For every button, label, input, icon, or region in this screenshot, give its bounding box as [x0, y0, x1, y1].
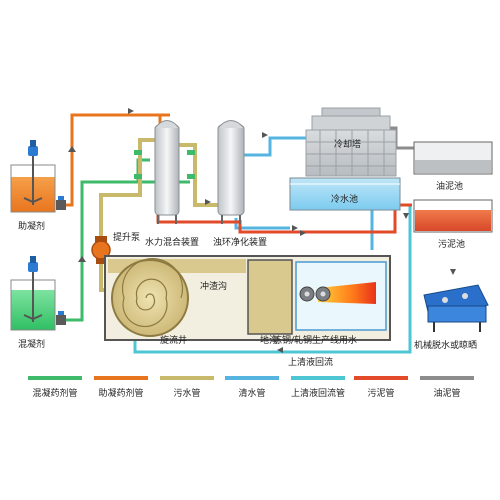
legend-swatch	[354, 376, 408, 380]
cyclone-well	[111, 258, 189, 337]
label-slag-trench: 冲渣沟	[200, 280, 227, 292]
label-dewatering: 机械脱水或晾晒	[414, 339, 477, 351]
oil-sludge-pool	[413, 141, 493, 175]
label-coagulant: 混凝剂	[18, 338, 45, 350]
label-lift-pump: 提升泵	[113, 232, 140, 243]
legend-swatch	[291, 376, 345, 380]
legend-label: 油泥管	[433, 387, 460, 399]
label-cyclone-well: 旋流井	[160, 334, 187, 346]
hydraulic-mixer	[134, 120, 195, 224]
legend-label: 混凝药剂管	[32, 387, 77, 399]
label-coagulant-aid: 助凝剂	[18, 220, 45, 232]
label-oil-sludge-pool: 油泥池	[436, 180, 463, 192]
legend-label: 助凝药剂管	[98, 387, 143, 399]
legend-swatch	[160, 376, 214, 380]
legend-label: 清水管	[238, 387, 265, 399]
legend: 混凝药剂管 助凝药剂管 污水管 清水管 上清液回流管 污泥管 油泥管	[28, 376, 474, 399]
label-cooling-tower: 冷却塔	[334, 138, 361, 150]
label-turbid-purifier: 浊环净化装置	[213, 236, 267, 248]
label-production-line: 炼钢/轧钢生产线用水	[273, 334, 357, 346]
lift-pump	[91, 236, 111, 264]
legend-label: 污水管	[173, 387, 200, 399]
legend-swatch	[420, 376, 474, 380]
cooling-tower	[305, 107, 397, 177]
dewatering-machine	[423, 284, 489, 332]
aid-pipe	[60, 113, 170, 207]
coagulant-aid-tank	[10, 140, 66, 213]
legend-swatch	[28, 376, 82, 380]
label-return-flow: 上清液回流	[288, 356, 333, 368]
coagulant-tank	[10, 256, 66, 331]
sludge-pool	[413, 199, 493, 233]
label-trench: 地沟	[260, 334, 278, 346]
label-sludge-pool: 污泥池	[438, 238, 465, 250]
legend-label: 上清液回流管	[291, 387, 345, 399]
production-line	[295, 261, 387, 331]
turbid-purifier	[217, 120, 245, 224]
legend-label: 污泥管	[367, 387, 394, 399]
trench	[247, 259, 293, 335]
legend-swatch	[225, 376, 279, 380]
label-hydraulic-mixer: 水力混合装置	[145, 236, 199, 248]
return-pipe	[133, 205, 412, 354]
legend-swatch	[94, 376, 148, 380]
cold-water-pool	[289, 177, 401, 211]
label-cold-pool: 冷水池	[331, 193, 358, 205]
